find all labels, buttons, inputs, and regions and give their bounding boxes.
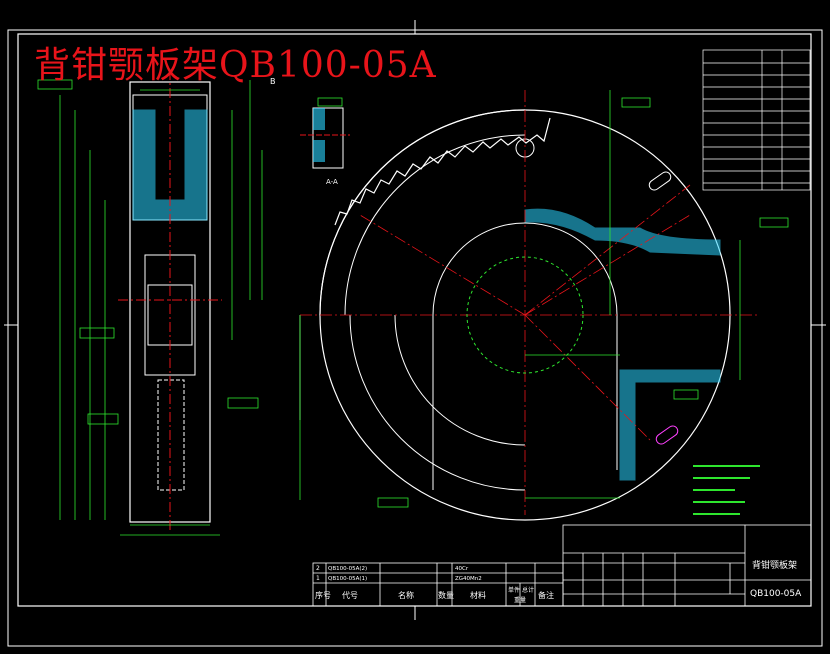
view-b-label: B [270,77,276,86]
header-total: 总计 [522,586,534,594]
title-block-part-name: 背钳颚板架 [752,559,797,571]
header-material: 材料 [470,590,486,600]
header-name: 名称 [398,590,414,600]
row2-code: QB100-05A(2) [328,566,367,572]
header-weight: 重量 [514,596,526,604]
gear-front-view [299,90,789,521]
header-remark: 备注 [538,590,554,600]
row1-code: QB100-05A(1) [328,576,367,582]
header-index: 序号 [315,590,331,600]
header-qty: 数量 [438,590,454,600]
section-a-label: A-A [326,178,338,186]
header-unit: 单件 [508,586,520,594]
row1-material: ZG40Mn2 [455,576,482,582]
technical-notes [693,465,760,515]
gear-parameter-table [702,49,811,191]
row2-index: 2 [316,565,320,572]
title-block-drawing-no: QB100-05A [750,589,802,599]
parts-list [312,562,564,607]
detail-section-view: A-A [300,107,350,186]
drawing-title: 背钳颚板架QB100-05A [34,45,437,86]
title-block [562,524,812,607]
header-code: 代号 [342,590,358,600]
row1-index: 1 [316,575,320,582]
side-section-view [37,70,343,536]
row2-material: 40Cr [455,566,469,572]
